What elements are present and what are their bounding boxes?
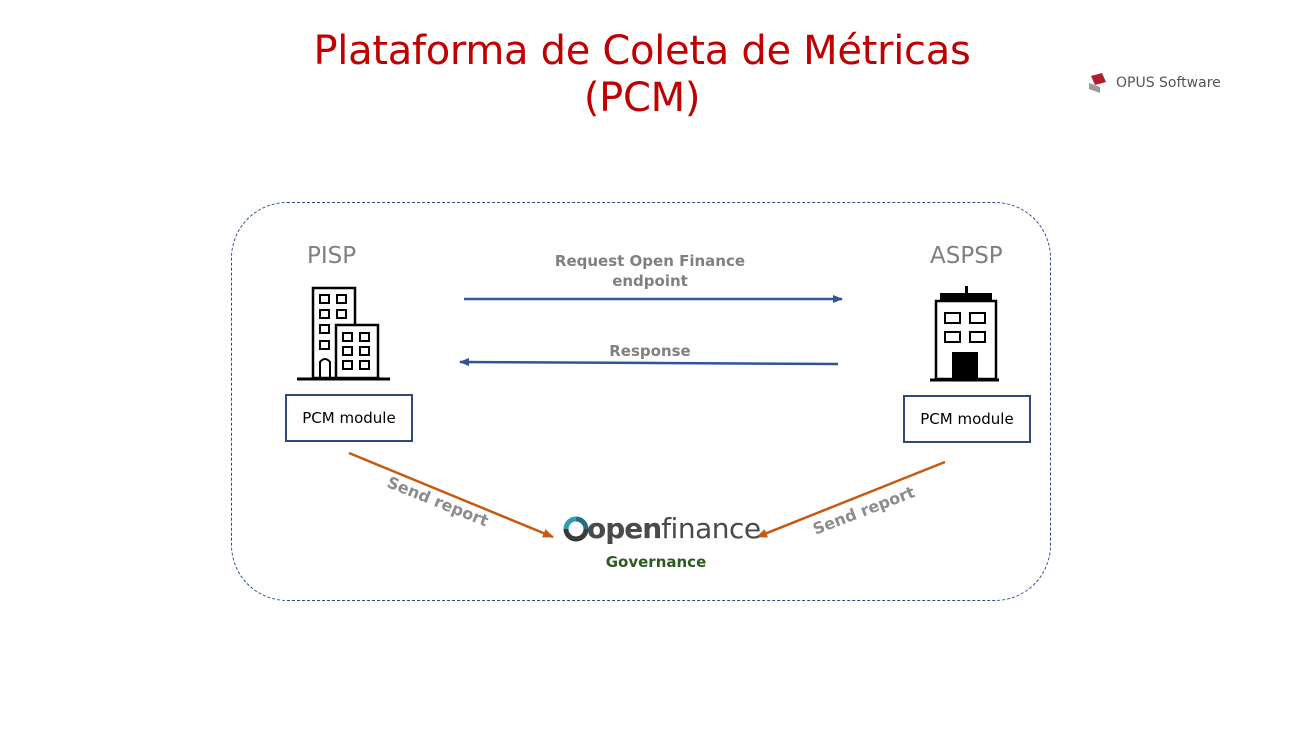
pisp-label: PISP — [307, 243, 357, 269]
diagram-frame — [231, 202, 1051, 601]
opus-logo-icon — [1089, 73, 1106, 93]
governance-label: Governance — [605, 553, 707, 571]
page-title-line-2: (PCM) — [583, 75, 701, 121]
request-label-line-2: endpoint — [612, 272, 688, 290]
aspsp-label: ASPSP — [930, 243, 1003, 269]
open-finance-logo: open finance — [563, 512, 761, 546]
aspsp-pcm-module: PCM module — [903, 395, 1031, 443]
request-label-line-1: Request Open Finance — [554, 252, 746, 270]
open-finance-logo-light: finance — [661, 512, 761, 545]
response-label: Response — [609, 342, 691, 360]
page-title-line-1: Plataforma de Coleta de Métricas — [313, 28, 971, 74]
pisp-pcm-module: PCM module — [285, 394, 413, 442]
open-finance-logo-strong: open — [587, 512, 662, 545]
page-title: Plataforma de Coleta de Métricas (PCM) — [0, 28, 1284, 122]
request-label: Request Open Finance endpoint — [540, 251, 760, 291]
brand-logo: OPUS Software — [1086, 70, 1221, 96]
open-finance-ring-icon — [563, 516, 589, 542]
brand-name: OPUS Software — [1116, 75, 1221, 91]
